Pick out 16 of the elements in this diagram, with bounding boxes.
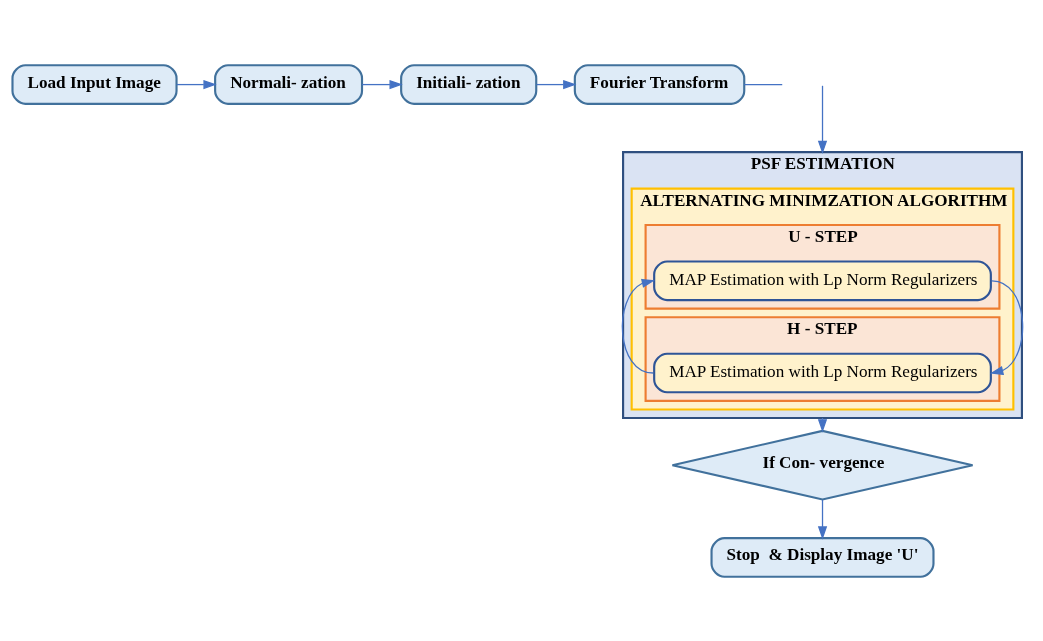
node-box: Load Input Image xyxy=(11,63,178,105)
node-box: Fourier Transform xyxy=(573,63,746,105)
node-box: Normali- zation xyxy=(214,63,364,105)
node-box: MAP Estimation with Lp Norm Regularizers xyxy=(653,352,992,393)
node-box: Initiali- zation xyxy=(400,63,538,105)
arrow xyxy=(990,279,1024,375)
node-diamond: If Con- vergence xyxy=(671,429,974,501)
node-box: MAP Estimation with Lp Norm Regularizers xyxy=(653,259,992,301)
arrow xyxy=(817,498,828,540)
connector xyxy=(743,83,783,85)
arrow xyxy=(361,79,403,89)
arrow xyxy=(621,278,655,374)
node-box: Stop & Display Image 'U' xyxy=(710,536,935,578)
arrow xyxy=(176,79,217,89)
arrow xyxy=(817,84,828,154)
arrow xyxy=(535,79,577,89)
